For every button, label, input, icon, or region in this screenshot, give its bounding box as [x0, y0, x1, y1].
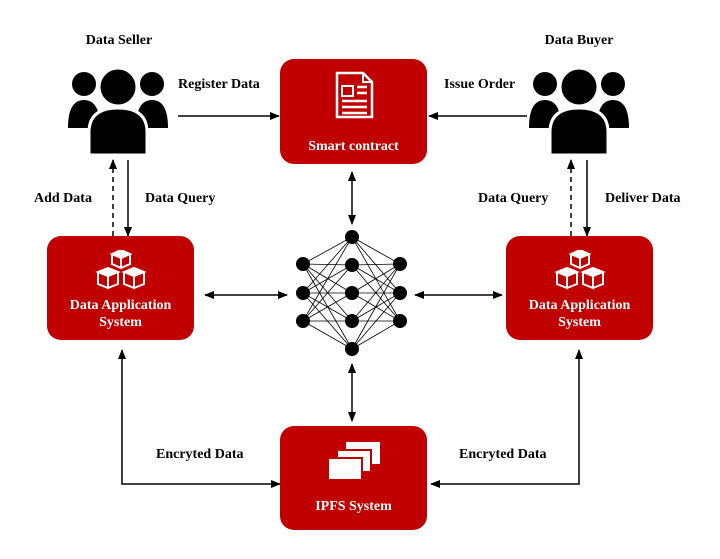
encrypted-data-right-label: Encryted Data — [459, 447, 547, 462]
encrypted-left-arrow — [118, 349, 281, 488]
data-application-system-left: Data Application System — [47, 236, 194, 340]
app-right-label-line1: Data Application — [528, 298, 631, 313]
issue-order-label: Issue Order — [444, 77, 516, 92]
user-group-icon — [68, 66, 168, 157]
encrypted-data-left-label: Encryted Data — [156, 447, 244, 462]
data-application-system-right: Data Application System — [506, 236, 653, 340]
app-left-label-line2: System — [99, 315, 142, 330]
user-group-icon — [529, 66, 629, 157]
register-data-label: Register Data — [178, 77, 260, 92]
document-icon — [335, 71, 374, 119]
ipfs-system-label: IPFS System — [315, 499, 392, 514]
ipfs-system-node: IPFS System — [280, 426, 427, 530]
data-query-left-label: Data Query — [145, 191, 216, 206]
encrypted-right-arrow — [430, 349, 583, 488]
app-right-label-line2: System — [558, 315, 601, 330]
data-query-right-label: Data Query — [478, 191, 549, 206]
neural-network-icon — [296, 230, 407, 356]
data-seller-label: Data Seller — [85, 33, 153, 48]
network-edges — [302, 236, 401, 350]
smart-contract-node: Smart contract — [280, 59, 427, 164]
add-data-label: Add Data — [34, 191, 92, 206]
app-left-label-line1: Data Application — [69, 298, 172, 313]
stacked-files-icon — [327, 442, 380, 481]
smart-contract-label: Smart contract — [308, 139, 399, 154]
data-buyer-label: Data Buyer — [544, 33, 614, 48]
deliver-data-label: Deliver Data — [605, 191, 681, 206]
cubes-icon — [554, 250, 606, 290]
cubes-icon — [95, 250, 147, 290]
